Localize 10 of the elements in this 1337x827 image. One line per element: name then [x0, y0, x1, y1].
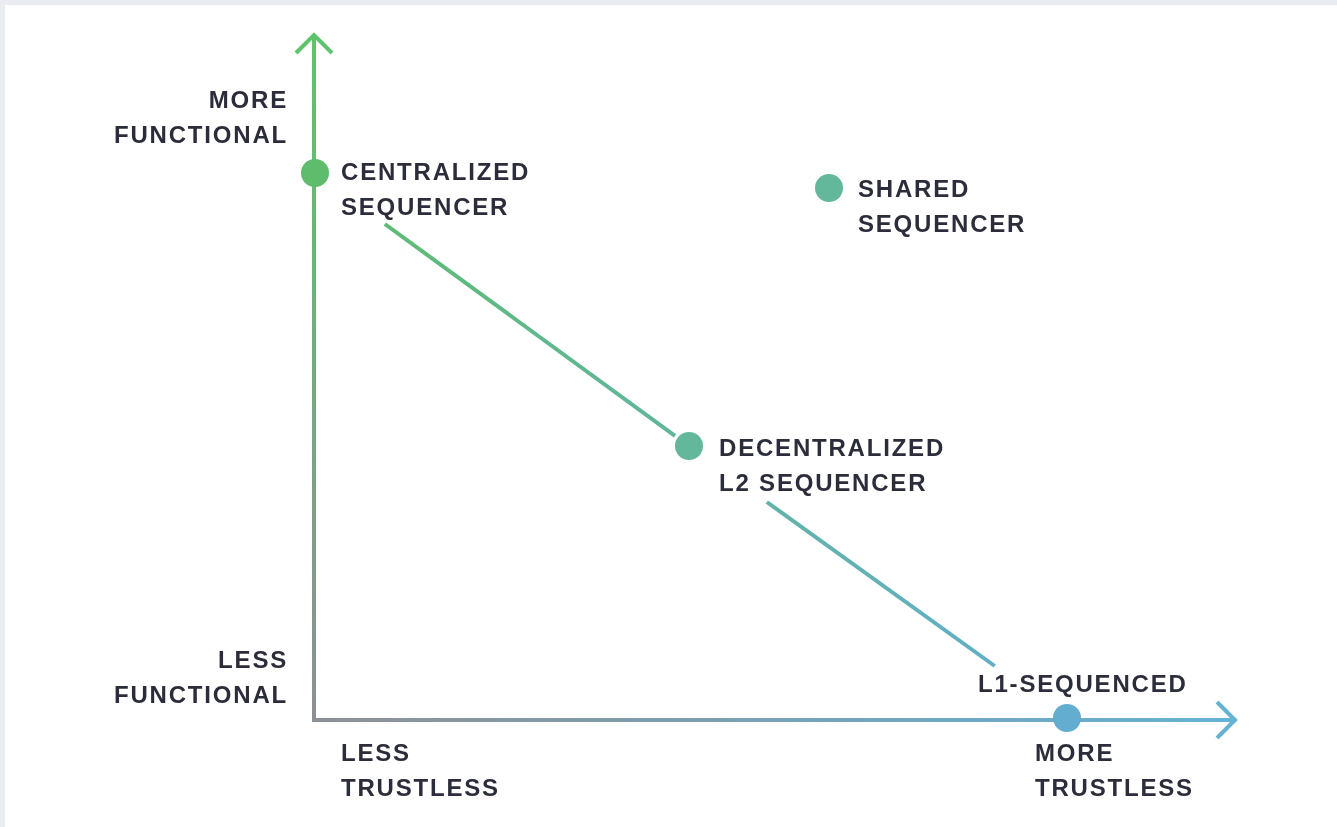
connector-line — [765, 500, 996, 668]
axis-label: MORE TRUSTLESS — [1035, 738, 1195, 803]
axis-label: MORE FUNCTIONAL — [113, 85, 288, 150]
point-label: DECENTRALIZED L2 SEQUENCER — [719, 433, 947, 498]
point-label: CENTRALIZED SEQUENCER — [341, 157, 532, 222]
point-label: L1-SEQUENCED — [978, 669, 1189, 699]
axis-label: LESS FUNCTIONAL — [113, 645, 288, 710]
connector-line — [383, 222, 677, 438]
point-label: SHARED SEQUENCER — [858, 174, 1028, 239]
axis-label: LESS TRUSTLESS — [341, 738, 501, 803]
